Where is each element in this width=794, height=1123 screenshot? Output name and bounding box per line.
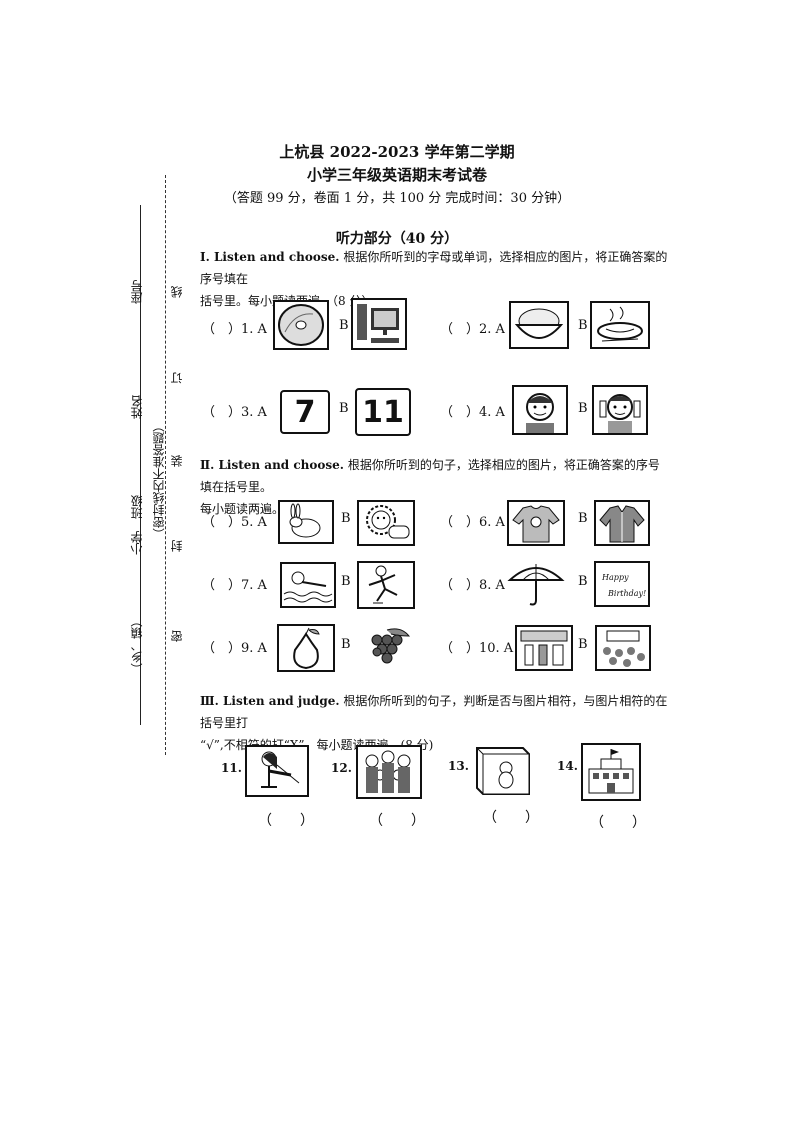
q12-answer-bracket[interactable]: （ ） bbox=[369, 813, 425, 829]
q13-number: 13. bbox=[448, 759, 469, 773]
q3-a-number: 7 bbox=[294, 394, 316, 430]
q4-a-face-picture bbox=[512, 385, 568, 435]
q8-a-umbrella-picture bbox=[506, 560, 566, 608]
seal-feng-label: 封 bbox=[170, 540, 184, 552]
q5-a-rabbit-picture bbox=[278, 500, 334, 544]
q7-a-swimming-picture bbox=[280, 562, 336, 608]
q3-b-label: B bbox=[339, 401, 349, 416]
q5-b-label: B bbox=[341, 511, 351, 526]
q10-b-festival-picture bbox=[595, 625, 651, 671]
q10-a-street-picture bbox=[515, 625, 573, 671]
q8-b-card-picture: Happy Birthday! bbox=[594, 561, 650, 607]
q7-label: （ ）7. A bbox=[202, 578, 267, 593]
seat-line bbox=[140, 205, 141, 725]
q4-b-ears-picture bbox=[592, 385, 648, 435]
q6-a-sweater-picture bbox=[507, 500, 565, 546]
section3-heading-en: Ⅲ. Listen and judge. bbox=[200, 694, 340, 708]
q11-number: 11. bbox=[221, 761, 242, 775]
q12-number: 12. bbox=[331, 761, 352, 775]
q13-answer-bracket[interactable]: （ ） bbox=[483, 810, 539, 826]
section3-heading: Ⅲ. Listen and judge. 根据你所听到的句子，判断是否与图片相符… bbox=[200, 690, 670, 756]
q8-b-label: B bbox=[578, 574, 588, 589]
seal-mi-label: 密 bbox=[170, 630, 184, 642]
q2-a-rice-picture bbox=[509, 301, 569, 349]
q2-b-noodles-picture bbox=[590, 301, 650, 349]
q11-violin-picture bbox=[245, 745, 309, 797]
seal-dashed-line bbox=[165, 175, 166, 755]
section1-heading-en: Ⅰ. Listen and choose. bbox=[200, 250, 340, 264]
section1-heading: Ⅰ. Listen and choose. 根据你所听到的字母或单词，选择相应的… bbox=[200, 246, 670, 312]
exam-note: （答题 99 分，卷面 1 分，共 100 分 完成时间：30 分钟） bbox=[223, 191, 571, 206]
q7-b-skating-picture bbox=[357, 561, 415, 609]
card-text-happy: Happy bbox=[602, 573, 629, 582]
seal-warning: （密封线内不准答题） bbox=[152, 420, 166, 540]
q10-label: （ ）10. A bbox=[440, 641, 514, 656]
q4-label: （ ）4. A bbox=[440, 405, 505, 420]
q9-label: （ ）9. A bbox=[202, 641, 267, 656]
q6-label: （ ）6. A bbox=[440, 515, 505, 530]
q8-label: （ ）8. A bbox=[440, 578, 505, 593]
town-label: （乡、镇） bbox=[130, 615, 144, 675]
q3-b-eleven-picture: 11 bbox=[355, 388, 411, 436]
q1-label: （ ）1. A bbox=[202, 322, 267, 337]
q3-a-seven-picture: 7 bbox=[280, 390, 330, 434]
card-text-birthday: Birthday! bbox=[608, 589, 647, 598]
section3-heading-cn: 根据你所听到的句子，判断是否与图片相符，与图片相符的在括号里打 bbox=[200, 694, 668, 730]
q11-answer-bracket[interactable]: （ ） bbox=[258, 813, 314, 829]
q3-b-number: 11 bbox=[362, 394, 404, 430]
seal-ding-label: 订 bbox=[170, 372, 184, 384]
q5-label: （ ）5. A bbox=[202, 515, 267, 530]
q3-label: （ ）3. A bbox=[202, 405, 267, 420]
school-class-label: 小学 班级 bbox=[130, 495, 144, 555]
q12-family-picture bbox=[356, 745, 422, 799]
section2-heading: Ⅱ. Listen and choose. 根据你所听到的句子，选择相应的图片，… bbox=[200, 454, 670, 520]
seal-zhuang-label: 装 bbox=[170, 455, 184, 467]
q6-b-jacket-picture bbox=[594, 500, 650, 546]
q14-school-picture bbox=[581, 743, 641, 801]
q1-b-computer-picture bbox=[351, 298, 407, 350]
q2-label: （ ）2. A bbox=[440, 322, 505, 337]
seat-label: 座号 bbox=[130, 280, 144, 304]
q14-number: 14. bbox=[557, 759, 578, 773]
q13-book-picture bbox=[471, 742, 535, 798]
q5-b-lion-picture bbox=[357, 500, 415, 546]
q9-b-grapes-picture bbox=[357, 624, 415, 672]
exam-title-2: 小学三年级英语期末考试卷 bbox=[306, 166, 487, 184]
section2-heading-en: Ⅱ. Listen and choose. bbox=[200, 458, 344, 472]
q6-b-label: B bbox=[578, 511, 588, 526]
q1-a-cd-picture bbox=[273, 300, 329, 350]
q9-b-label: B bbox=[341, 637, 351, 652]
section1-heading-cn: 根据你所听到的字母或单词，选择相应的图片，将正确答案的序号填在 bbox=[200, 250, 668, 286]
name-label: 姓名 bbox=[130, 395, 144, 419]
q4-b-label: B bbox=[578, 401, 588, 416]
section2-heading-cn: 根据你所听到的句子，选择相应的图片，将正确答案的序号填在括号里。 bbox=[200, 458, 660, 494]
q9-a-pear-picture bbox=[277, 624, 335, 672]
q1-b-label: B bbox=[339, 318, 349, 333]
q14-answer-bracket[interactable]: （ ） bbox=[590, 815, 646, 831]
q7-b-label: B bbox=[341, 574, 351, 589]
q10-b-label: B bbox=[578, 637, 588, 652]
seal-line-label: 线 bbox=[170, 286, 184, 298]
q2-b-label: B bbox=[578, 318, 588, 333]
part-title: 听力部分（40 分） bbox=[335, 231, 459, 247]
exam-title-1: 上杭县 2022-2023 学年第二学期 bbox=[279, 143, 515, 161]
